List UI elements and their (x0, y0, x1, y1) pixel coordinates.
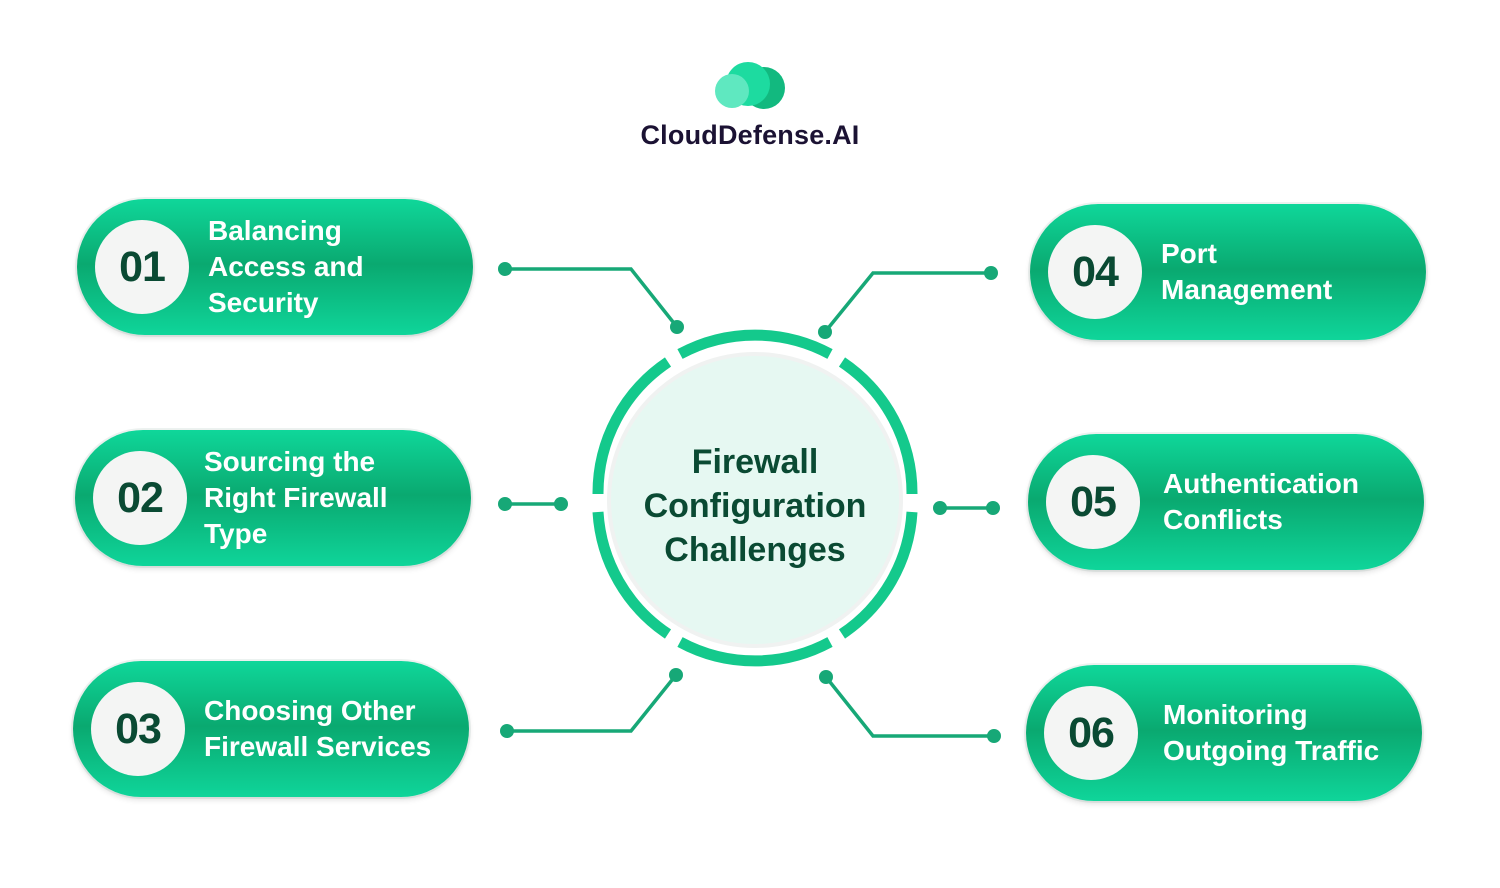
ring-segment (677, 637, 833, 667)
center-title-line: Configuration (643, 487, 867, 525)
connector-line-06 (824, 675, 994, 738)
brand-logo: CloudDefense.AI (0, 58, 1500, 151)
step-number: 04 (1048, 225, 1142, 319)
connector-dot (819, 670, 833, 684)
challenge-card-01: 01 Balancing Access and Security (77, 199, 473, 335)
challenge-label: Monitoring Outgoing Traffic (1163, 699, 1380, 766)
connector-dot (984, 266, 998, 280)
connector-line-01 (505, 267, 679, 329)
step-number: 03 (91, 682, 185, 776)
connector-dot (669, 668, 683, 682)
connector-dot (498, 497, 512, 511)
connector-line-04 (823, 271, 991, 334)
connector-dot (986, 501, 1000, 515)
challenge-label: Port Management (1161, 238, 1333, 305)
challenge-label: Authentication Conflicts (1163, 468, 1359, 535)
challenge-label: Choosing Other Firewall Services (204, 695, 432, 762)
ring-segment (677, 329, 833, 359)
center-title: Firewall Configuration Challenges (615, 440, 895, 572)
center-title-line: Challenges (664, 531, 846, 569)
step-number: 05 (1046, 455, 1140, 549)
challenge-label: Sourcing the Right Firewall Type (204, 446, 388, 549)
center-circle (607, 352, 903, 648)
connector-dot (987, 729, 1001, 743)
challenge-card-05: 05 Authentication Conflicts (1028, 434, 1424, 570)
ring-segment (592, 511, 672, 639)
connector-dot (818, 325, 832, 339)
step-number: 02 (93, 451, 187, 545)
step-number: 06 (1044, 686, 1138, 780)
challenge-card-02: 02 Sourcing the Right Firewall Type (75, 430, 471, 566)
center-ring (592, 329, 918, 667)
brand-name: CloudDefense.AI (640, 120, 860, 150)
step-number: 01 (95, 220, 189, 314)
challenge-label: Balancing Access and Security (208, 215, 364, 318)
challenge-card-06: 06 Monitoring Outgoing Traffic (1026, 665, 1422, 801)
challenge-card-04: 04 Port Management (1030, 204, 1426, 340)
cloud-logo-icon (715, 62, 785, 109)
connector-dot (670, 320, 684, 334)
center-title-line: Firewall (691, 443, 819, 481)
ring-segment (592, 357, 672, 495)
challenge-card-03: 03 Choosing Other Firewall Services (73, 661, 469, 797)
connector-dot (500, 724, 514, 738)
ring-segment (838, 511, 918, 639)
connector-line-03 (507, 673, 678, 733)
connector-dot (933, 501, 947, 515)
connector-dot (554, 497, 568, 511)
connector-dot (498, 262, 512, 276)
ring-segment (838, 357, 918, 495)
